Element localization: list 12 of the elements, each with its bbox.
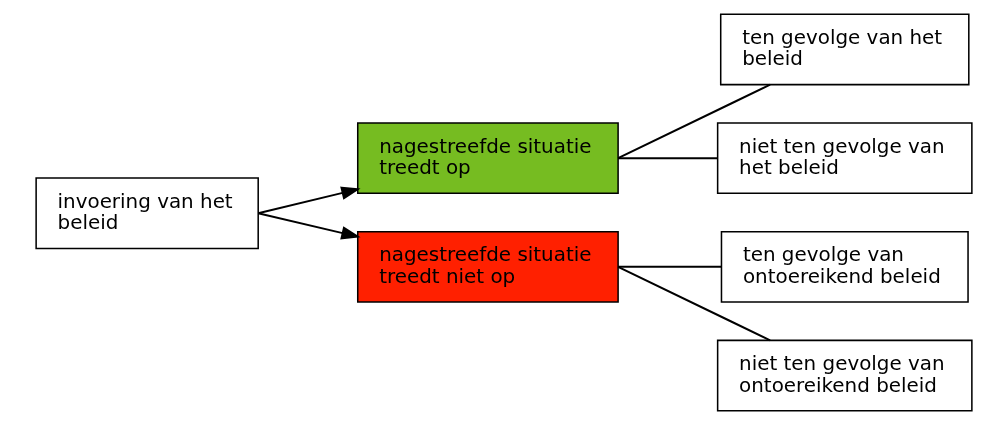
node-box: niet ten gevolge van ontoereikend beleid (716, 339, 973, 412)
node-box: ten gevolge van ontoereikend beleid (720, 230, 969, 303)
node-box: invoering van het beleid (34, 177, 259, 250)
node-box: niet ten gevolge van het beleid (716, 122, 973, 195)
connector (616, 83, 771, 160)
connector (616, 157, 718, 160)
node-box: nagestreefde situatie treedt niet op (356, 230, 619, 303)
arrow (256, 186, 361, 215)
node-box: nagestreefde situatie treedt op (356, 122, 619, 195)
connector (616, 265, 771, 342)
arrow (256, 212, 361, 240)
node-box: ten gevolge van het beleid (719, 13, 970, 86)
